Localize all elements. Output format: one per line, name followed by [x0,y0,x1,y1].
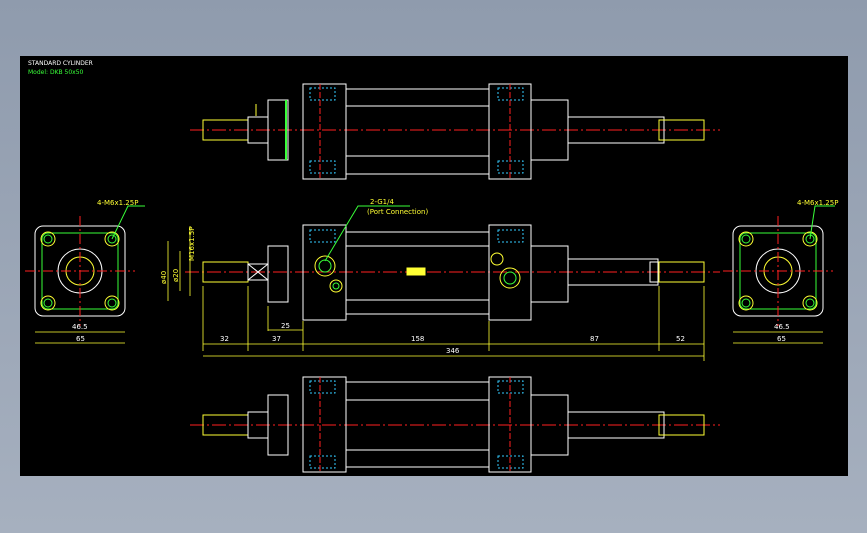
dim-right-outer: 65 [777,335,786,343]
port-small-right [490,252,504,266]
front-cover-top [267,99,289,161]
dim-158: 158 [411,335,424,343]
rod-right-bottom [567,411,665,439]
port-right [499,267,521,289]
title-block: STANDARD CYLINDER Model: DKB 50x50 [28,59,93,77]
bolt-leader-right [809,205,835,240]
dimension-lines [35,226,823,361]
dia-outer-label: ø40 [160,271,168,284]
dim-25: 25 [281,322,290,330]
front-head-top [302,83,347,180]
model-label: Model: DKB 50x50 [28,69,84,76]
dim-32: 32 [220,335,229,343]
end-bolts-right-inner [741,234,815,308]
port-leader [324,205,410,262]
dim-37: 37 [272,335,281,343]
barrel-top [345,88,490,175]
port-left [314,255,336,277]
front-cover-bottom [267,394,289,456]
rod-end-right-top [658,119,705,141]
dim-left-inner: 46.5 [72,323,88,331]
right-end-view [723,205,835,326]
port-right-inner [503,271,517,285]
nut-x [247,263,269,281]
dim-left-outer: 65 [76,335,85,343]
bolt-leader-left [111,205,145,240]
middle-view [185,205,720,321]
port-label: 2-G1/4 [370,198,394,206]
bolt-label-left: 4-M6x1.25P [97,199,138,207]
hidden-bolts-middle [309,229,524,243]
port-small-left [329,279,343,293]
cad-drawing: 4-M6x1.25P 4-M6x1.25P 2-G1/4 (Port Conne… [25,83,838,473]
bolt-label-right: 4-M6x1.25P [797,199,838,207]
dim-87: 87 [590,335,599,343]
dim-right-inner: 46.5 [774,323,790,331]
port-small-inner [332,282,340,290]
dim-346: 346 [446,347,460,355]
rod-right-top [567,116,665,144]
top-view [190,83,720,180]
port-note: (Port Connection) [367,208,428,216]
nameplate [406,267,426,276]
port-left-inner [318,259,332,273]
drawing-sheet: STANDARD CYLINDER Model: DKB 50x50 [20,56,848,476]
bolt-axes-top [319,84,511,179]
dia-inner-label: ø20 [172,269,180,282]
rod-end-right-bottom [658,414,705,436]
end-bolts-right [738,231,818,311]
end-bolts-left [40,231,120,311]
rod-end-right [658,261,705,283]
thread-label: M16x1.5P [188,227,196,261]
rear-cover [530,245,569,303]
end-bolts-left-inner [43,234,117,308]
rod-right [567,258,659,286]
bottom-view [190,376,720,473]
dim-52: 52 [676,335,685,343]
front-cover [267,245,289,303]
drawing-title: STANDARD CYLINDER [28,60,93,67]
left-end-view [25,205,145,326]
